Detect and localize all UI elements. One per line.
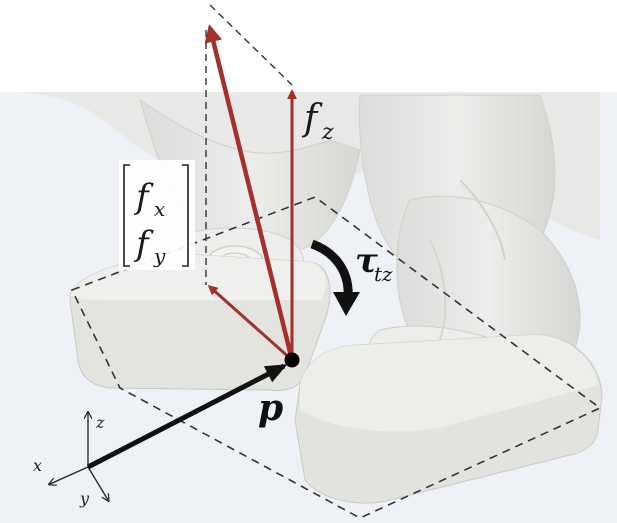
x-axis — [50, 466, 89, 484]
torque-arc — [310, 239, 353, 299]
coordinate-frame: z x y — [33, 413, 108, 508]
resultant-force-arrow — [204, 24, 295, 361]
robot-shin-detail — [429, 239, 447, 341]
torque-label: τ tz — [355, 241, 393, 286]
z-axis-label: z — [95, 413, 105, 432]
svg-text:y: y — [153, 244, 166, 268]
robot-knee-detail — [459, 179, 506, 261]
fxy-label: f x f y — [119, 160, 195, 270]
torque-arrowhead — [333, 292, 360, 316]
support-polygon — [70, 196, 602, 519]
left-bracket — [123, 164, 130, 267]
fxy-label-background — [119, 160, 195, 270]
position-label: p — [258, 387, 283, 429]
right-bracket — [182, 164, 189, 267]
svg-text:tz: tz — [374, 262, 393, 286]
right-foot — [294, 334, 603, 504]
force-vectors — [204, 24, 297, 362]
svg-text:τ: τ — [355, 241, 378, 281]
position-vector-arrow — [86, 363, 288, 470]
svg-text:x: x — [154, 197, 165, 221]
svg-text:z: z — [321, 120, 334, 145]
fxy-arrow — [207, 285, 293, 362]
x-axis-label: x — [33, 456, 42, 475]
y-axis — [87, 466, 108, 500]
y-axis-label: y — [79, 489, 90, 508]
contact-point — [284, 352, 300, 368]
